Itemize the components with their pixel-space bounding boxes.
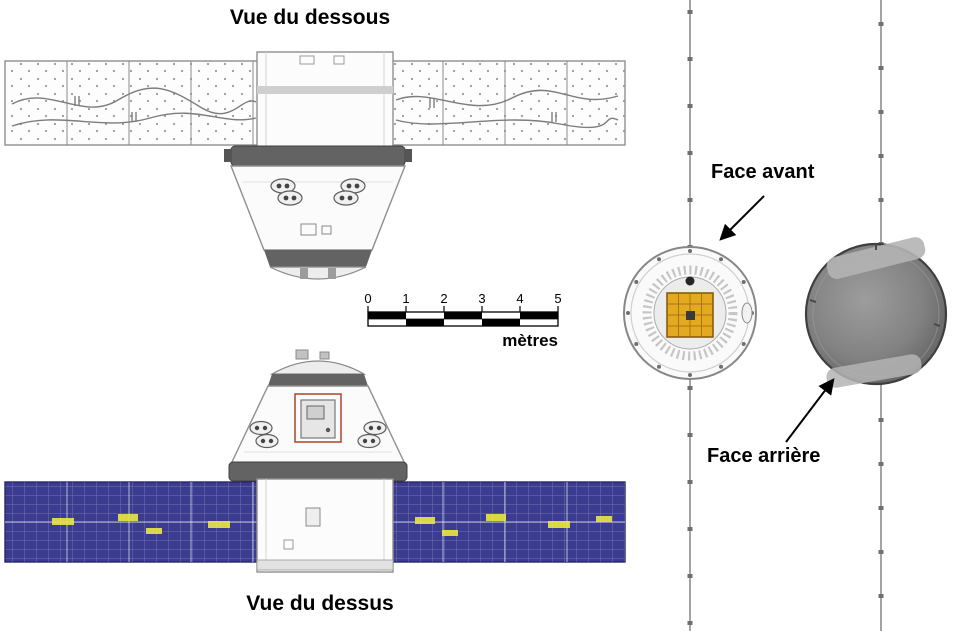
- bottom-view-label: Vue du dessus: [246, 592, 394, 615]
- front-face-view: [623, 246, 757, 380]
- docking-hatch: [666, 292, 714, 338]
- rim-notches: [809, 244, 941, 327]
- top-separation-ring: [230, 145, 406, 167]
- side-fitting: [741, 302, 753, 324]
- radiator-panels: [826, 237, 926, 388]
- scale-tick-4: 4: [516, 291, 523, 306]
- rear-face-arrow: [785, 378, 835, 443]
- rear-face-label: Face arrière: [707, 445, 821, 467]
- top-nose-cap: [269, 266, 367, 280]
- front-sensor: [685, 276, 695, 286]
- rear-face-view: [804, 237, 948, 388]
- ring-side-fitting: [404, 149, 412, 162]
- top-nose-band: [264, 250, 372, 267]
- array-wiring: [11, 87, 619, 129]
- front-face-label: Face avant: [711, 161, 815, 183]
- bottom-capsule: [229, 349, 407, 465]
- bottom-trunk: [256, 478, 394, 573]
- scale-tick-2: 2: [440, 291, 447, 306]
- thruster-pods: [270, 178, 366, 206]
- ring-side-fitting: [224, 149, 232, 162]
- scale-bar: 0 1 2 3 4 5: [364, 291, 562, 327]
- scale-tick-1: 1: [402, 291, 409, 306]
- docking-fitting: [328, 268, 336, 279]
- top-capsule: [229, 165, 407, 251]
- array-highlights: [52, 514, 612, 536]
- scale-tick-3: 3: [478, 291, 485, 306]
- thruster-pods: [249, 420, 387, 449]
- bottom-spacecraft-view: [4, 349, 626, 573]
- scale-tick-5: 5: [554, 291, 561, 306]
- scale-tick-0: 0: [364, 291, 371, 306]
- top-view-label: Vue du dessous: [229, 6, 391, 29]
- top-trunk: [256, 51, 394, 149]
- front-face-arrow: [719, 195, 765, 241]
- docking-fitting: [300, 268, 308, 279]
- scale-bar-segments: [367, 311, 559, 327]
- capsule-hatch: [294, 393, 342, 443]
- top-spacecraft-view: [4, 51, 626, 280]
- scale-unit-label: mètres: [502, 331, 558, 350]
- bottom-separation-ring: [228, 461, 408, 482]
